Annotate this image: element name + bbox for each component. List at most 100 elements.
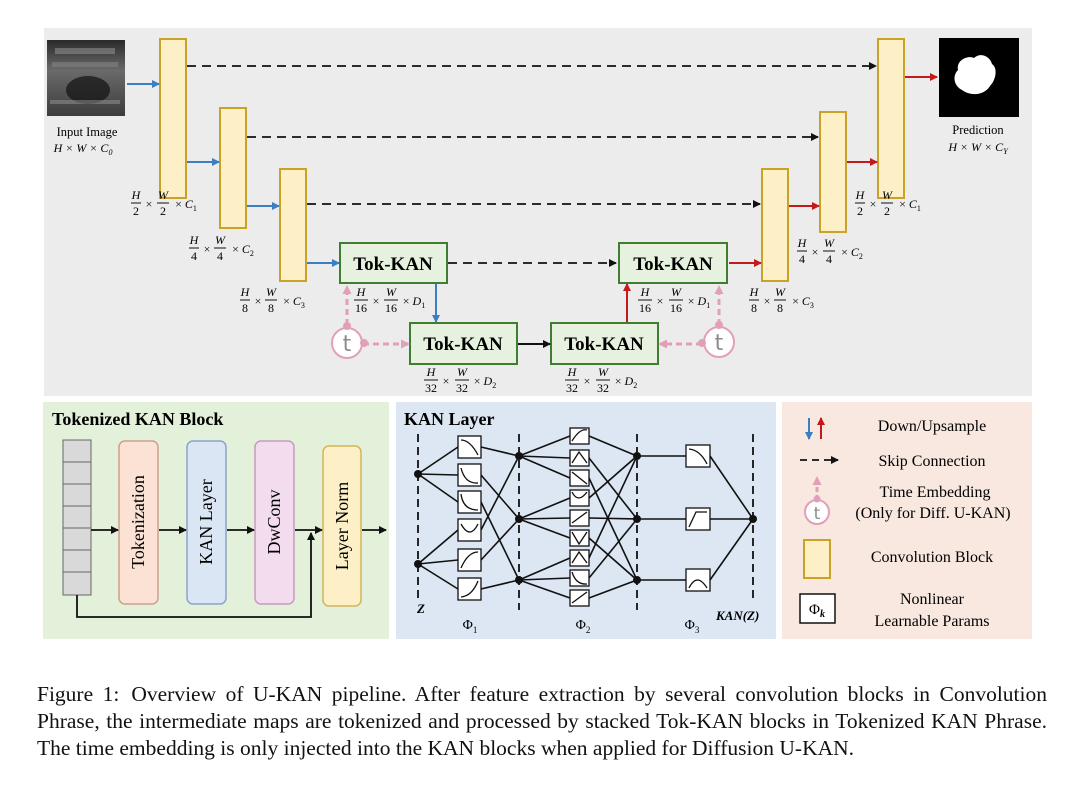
- svg-text:32: 32: [425, 381, 437, 395]
- svg-text:×: ×: [204, 242, 211, 256]
- token-stack: [62, 439, 92, 596]
- svg-text:W: W: [386, 285, 397, 299]
- svg-text:2: 2: [884, 204, 890, 218]
- svg-text:H: H: [189, 233, 200, 247]
- svg-text:2: 2: [160, 204, 166, 218]
- legend-down-up-label: Down/Upsample: [878, 418, 986, 435]
- phi2-label: Φ2: [576, 618, 591, 635]
- legend-learnable-label: Learnable Params: [874, 613, 989, 630]
- svg-text:H: H: [240, 285, 251, 299]
- svg-text:H: H: [855, 188, 866, 202]
- svg-text:4: 4: [799, 252, 805, 266]
- legend-down-up-icon: [805, 417, 825, 440]
- tokenization-box: Tokenization: [118, 440, 159, 605]
- kan-nodes: [414, 452, 757, 584]
- input-image: [47, 40, 125, 116]
- svg-text:× C2: × C2: [841, 245, 863, 261]
- svg-text:32: 32: [456, 381, 468, 395]
- svg-text:H: H: [356, 285, 367, 299]
- phi3-boxes: [685, 444, 711, 592]
- conv-block-enc-2: [219, 107, 247, 229]
- svg-text:×: ×: [255, 294, 262, 308]
- tok-kan-block-dec-1: Tok-KAN: [618, 242, 728, 284]
- svg-text:Tok-KAN: Tok-KAN: [564, 334, 644, 355]
- svg-text:16: 16: [670, 301, 682, 315]
- dim-label-sixteenth-right: H16 × W16 × D1: [638, 285, 710, 315]
- svg-text:×: ×: [812, 245, 819, 259]
- svg-text:× C3: × C3: [283, 294, 305, 310]
- svg-text:W: W: [266, 285, 277, 299]
- conv-block-enc-1: [159, 38, 187, 199]
- svg-text:×: ×: [146, 197, 153, 211]
- svg-text:2: 2: [857, 204, 863, 218]
- caption-text: Overview of U-KAN pipeline. After featur…: [37, 682, 1047, 760]
- phi1-boxes: [457, 435, 482, 601]
- svg-text:× D2: × D2: [615, 374, 637, 390]
- svg-text:H: H: [640, 285, 651, 299]
- svg-text:H: H: [797, 236, 808, 250]
- tok-kan-block-enc-2: Tok-KAN: [409, 322, 518, 365]
- svg-text:×: ×: [443, 374, 450, 388]
- dim-label-half-right: H 2 × W 2 × C1: [855, 188, 921, 218]
- legend-conv-label: Convolution Block: [871, 549, 993, 566]
- svg-text:H: H: [567, 365, 578, 379]
- svg-text:16: 16: [639, 301, 651, 315]
- dim-label-thirtysecond-left: H32 × W32 × D2: [424, 365, 496, 395]
- svg-text:16: 16: [385, 301, 397, 315]
- svg-text:× D1: × D1: [688, 294, 710, 310]
- svg-text:8: 8: [751, 301, 757, 315]
- kan-layer-title: KAN Layer: [404, 409, 494, 429]
- svg-text:4: 4: [217, 249, 223, 263]
- svg-text:W: W: [882, 188, 893, 202]
- svg-text:× D1: × D1: [403, 294, 425, 310]
- svg-text:W: W: [215, 233, 226, 247]
- svg-text:H: H: [749, 285, 760, 299]
- legend-conv-icon: [803, 539, 831, 579]
- svg-text:W: W: [457, 365, 468, 379]
- legend-phi-icon: Φk: [799, 593, 836, 624]
- svg-text:16: 16: [355, 301, 367, 315]
- time-embedding-right: t: [658, 285, 735, 358]
- svg-text:Layer Norm: Layer Norm: [332, 482, 352, 570]
- encoder-decoder-panel: [44, 28, 1032, 396]
- kan-layer-box: KAN Layer: [186, 440, 227, 605]
- svg-text:×: ×: [870, 197, 877, 211]
- svg-text:×: ×: [657, 294, 664, 308]
- figure-caption: Figure 1:Overview of U-KAN pipeline. Aft…: [37, 681, 1047, 762]
- tok-kan-block-enc-1: Tok-KAN: [339, 242, 448, 284]
- dim-label-eighth-right: H8 × W8 × C3: [749, 285, 814, 315]
- layer-norm-box: Layer Norm: [322, 445, 362, 607]
- residual-connection: [76, 532, 315, 618]
- dwconv-box: DwConv: [254, 440, 295, 605]
- kan-network-edges: [417, 435, 754, 599]
- svg-text:32: 32: [566, 381, 578, 395]
- tokenized-block-title: Tokenized KAN Block: [52, 409, 223, 429]
- svg-text:×: ×: [584, 374, 591, 388]
- svg-text:KAN Layer: KAN Layer: [196, 479, 216, 564]
- phi1-label: Φ1: [463, 618, 478, 635]
- svg-text:8: 8: [242, 301, 248, 315]
- svg-text:×: ×: [764, 294, 771, 308]
- prediction-label: Prediction: [952, 123, 1004, 137]
- svg-text:2: 2: [133, 204, 139, 218]
- svg-text:t: t: [343, 332, 352, 357]
- svg-text:× C2: × C2: [232, 242, 254, 258]
- svg-text:Tok-KAN: Tok-KAN: [423, 334, 503, 355]
- dim-label-eighth-left: H8 × W8 × C3: [240, 285, 305, 315]
- svg-text:W: W: [598, 365, 609, 379]
- svg-text:Φk: Φk: [809, 602, 825, 620]
- svg-text:H: H: [426, 365, 437, 379]
- svg-text:Tok-KAN: Tok-KAN: [633, 254, 713, 275]
- svg-text:32: 32: [597, 381, 609, 395]
- dim-label-half-left: H2 × W2 × C1: [131, 188, 197, 218]
- dim-label-quarter-right: H4 × W4 × C2: [797, 236, 863, 266]
- svg-text:H: H: [131, 188, 142, 202]
- time-embedding-left: t: [331, 285, 410, 359]
- conv-block-dec-3: [761, 168, 789, 282]
- svg-text:W: W: [775, 285, 786, 299]
- prediction-mask: [939, 38, 1019, 117]
- svg-text:t: t: [715, 331, 724, 356]
- phi2-boxes: [569, 427, 590, 607]
- svg-text:× C1: × C1: [899, 197, 921, 213]
